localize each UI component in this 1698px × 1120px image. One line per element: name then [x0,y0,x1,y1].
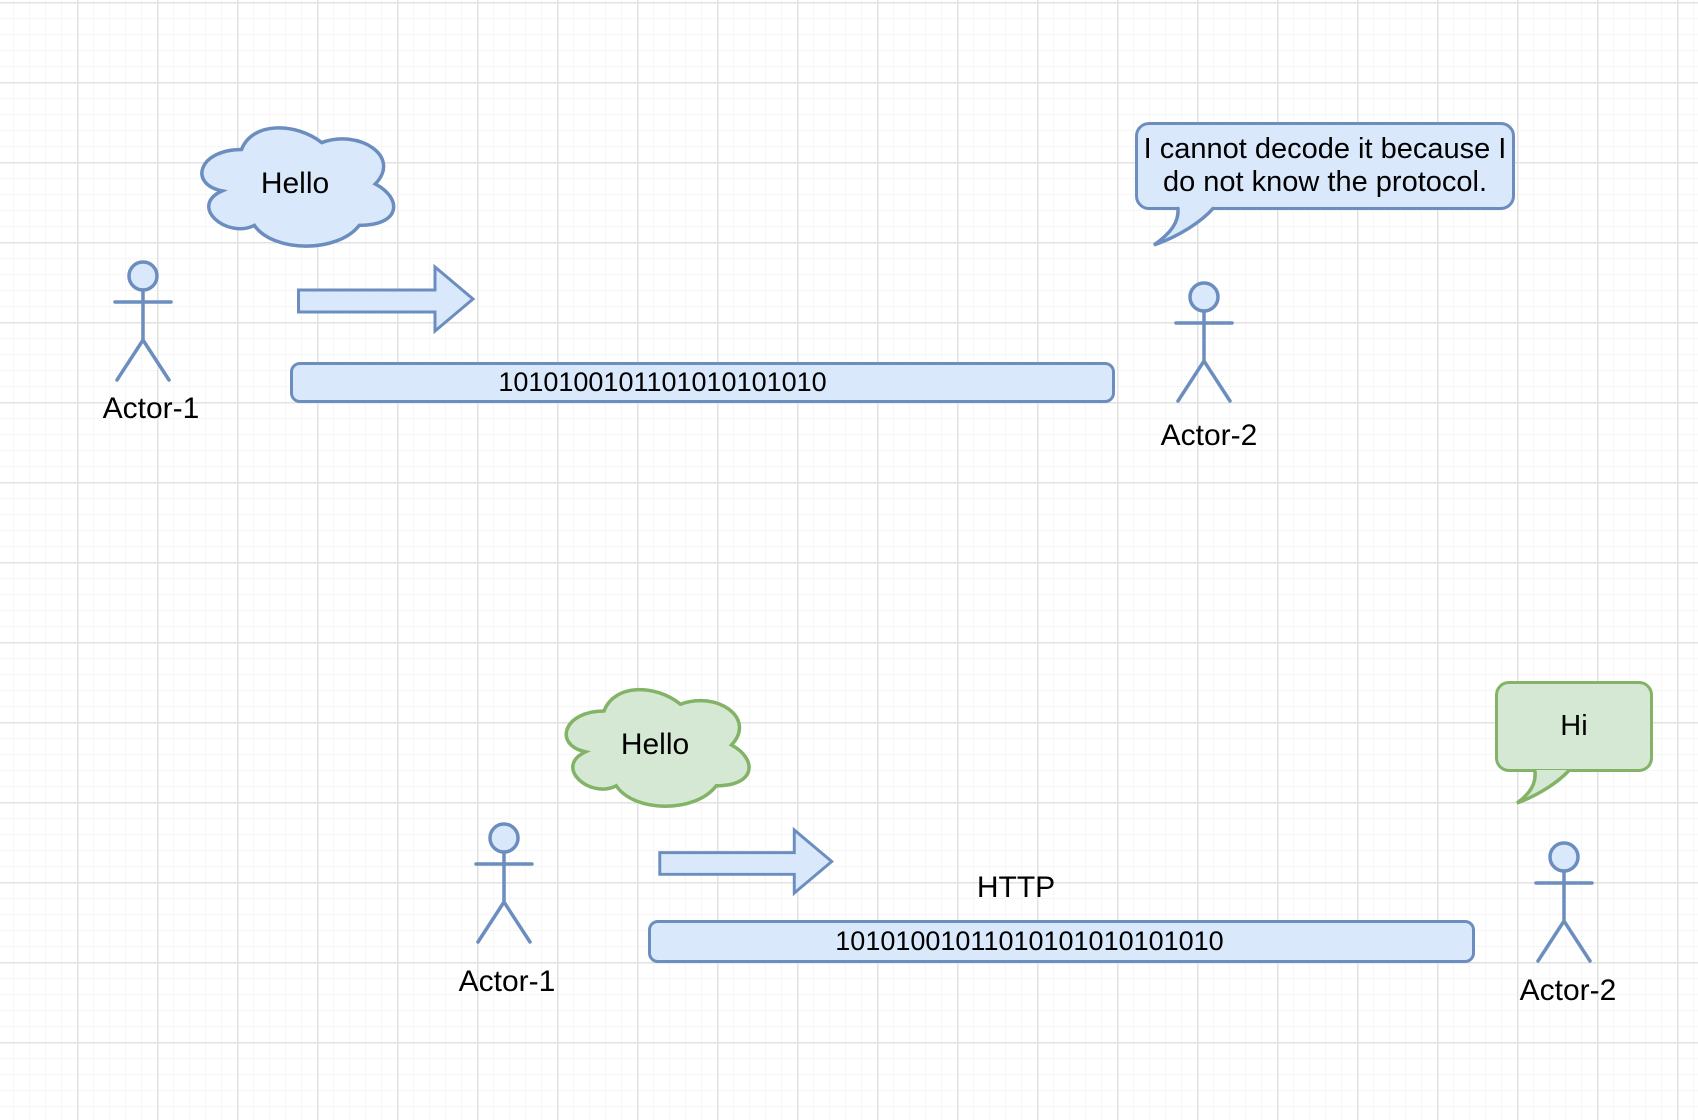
speech-bubble[interactable]: I cannot decode it because I do not know… [1135,122,1515,210]
speech-bubble-tail-icon [1152,206,1215,247]
actor-1-figure-icon[interactable] [112,258,174,382]
speech-bubble-line: do not know the protocol. [1162,166,1488,198]
bit-stream-text: 10101001011010101010101010 [835,926,1224,956]
message-arrow-icon[interactable] [657,826,835,897]
speech-bubble[interactable]: Hi [1495,681,1653,772]
actor-2-label: Actor-2 [1519,974,1617,1007]
bit-stream-box[interactable]: 1010100101101010101010 [290,362,1115,403]
actor-2-figure-icon[interactable] [1173,279,1235,403]
thought-cloud-icon[interactable] [188,115,402,253]
actor-1-label: Actor-1 [102,392,200,425]
speech-bubble-tail-icon [1515,769,1570,805]
actor-1-figure-icon[interactable] [473,820,535,944]
thought-cloud-icon[interactable] [553,677,757,813]
message-arrow-icon[interactable] [297,263,476,335]
bit-stream-text: 1010100101101010101010 [498,367,827,397]
actor-1-label: Actor-1 [458,965,556,998]
speech-bubble-line: I cannot decode it because I [1143,133,1507,165]
speech-bubble-line: Hi [1560,710,1588,742]
actor-2-figure-icon[interactable] [1533,839,1595,963]
actor-2-label: Actor-2 [1160,419,1258,452]
bit-stream-box[interactable]: 10101001011010101010101010 [648,920,1475,963]
protocol-label: HTTP [976,871,1056,904]
